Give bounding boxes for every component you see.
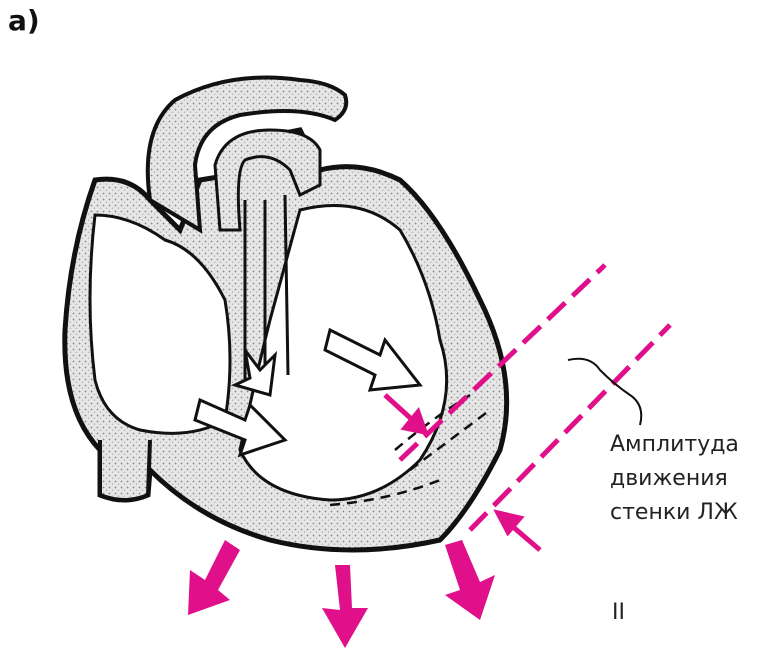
- annotation-line-1: Амплитуда: [610, 428, 769, 462]
- lead-label: II: [612, 600, 625, 625]
- inferior-vena-cava: [100, 440, 150, 500]
- annotation-text: Амплитуда движения стенки ЛЖ: [610, 428, 769, 530]
- annotation-line-2: движения: [610, 462, 769, 496]
- annotation-line-3: стенки ЛЖ: [610, 496, 769, 530]
- outward-arrow-right: [445, 540, 495, 620]
- outward-arrow-center: [322, 565, 368, 648]
- outward-arrow-left: [188, 540, 240, 615]
- panel-label: a): [8, 4, 40, 37]
- outward-arrows: [188, 540, 495, 648]
